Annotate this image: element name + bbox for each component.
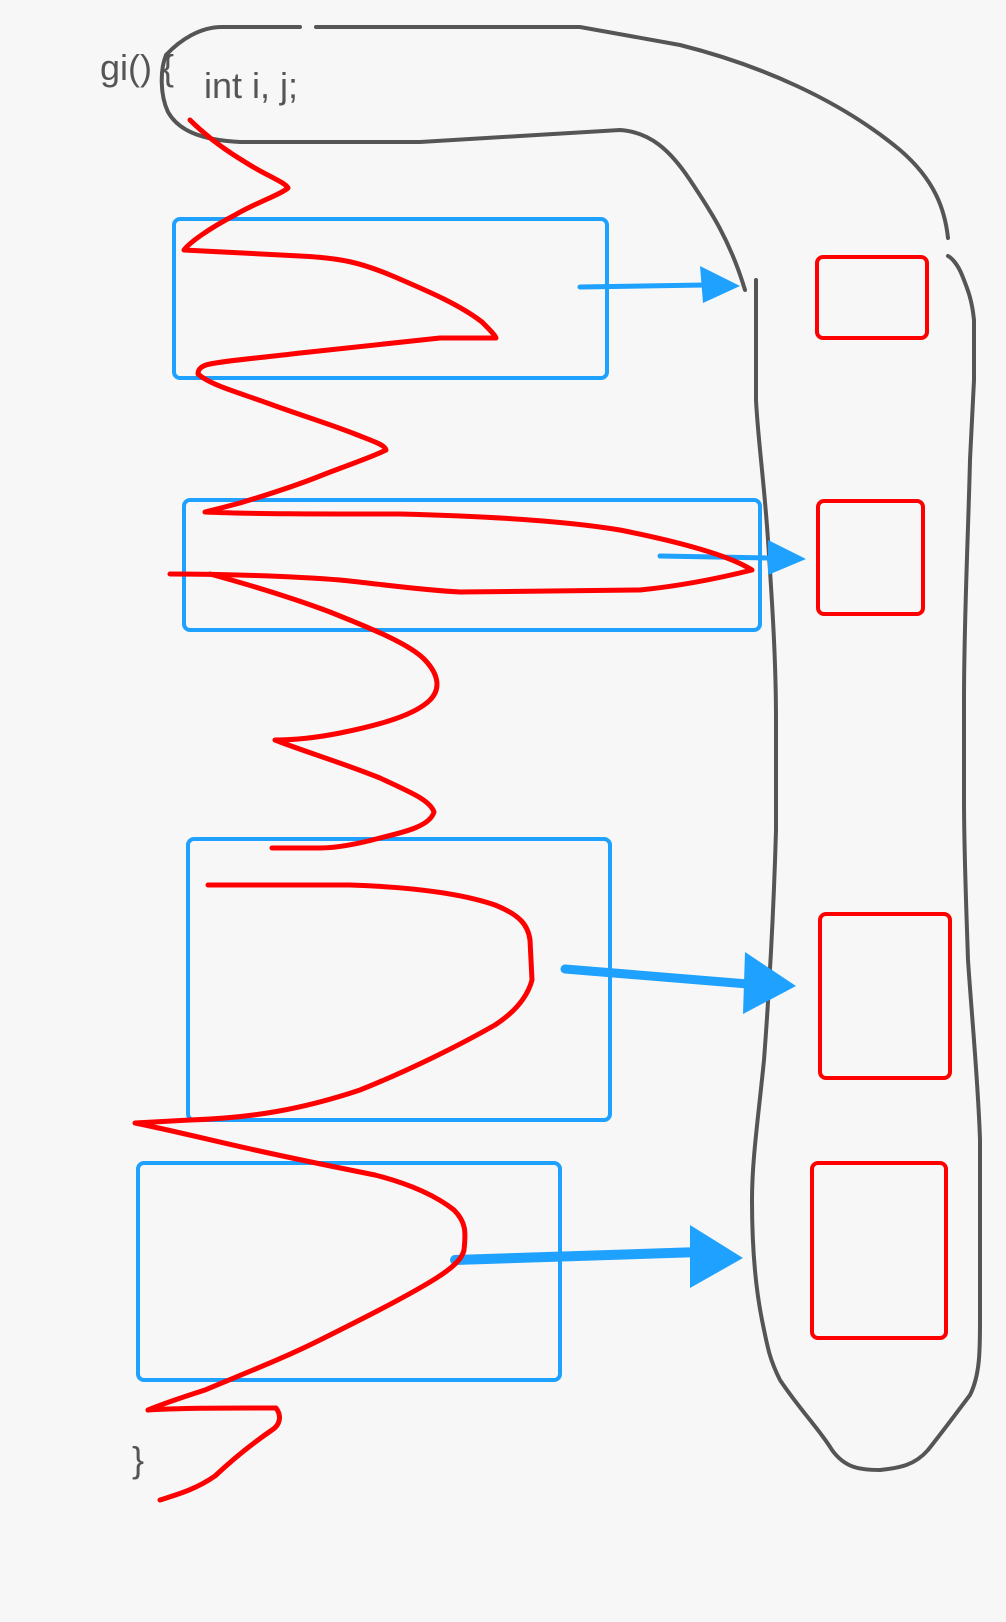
memory-slot-2 [816, 499, 925, 616]
declaration-text: int i, j; [204, 65, 298, 106]
memory-slot-4 [810, 1161, 948, 1340]
execution-trace-continued [207, 571, 440, 851]
memory-slot-1 [815, 255, 929, 340]
arrow-right-icon [577, 266, 740, 303]
arrow-right-icon [560, 952, 796, 1014]
code-block-4 [136, 1161, 562, 1382]
scope-outline-top [159, 25, 747, 292]
execution-trace [167, 117, 755, 595]
execution-trace-block-3 [132, 882, 535, 1413]
code-block-2 [182, 498, 762, 632]
code-block-3 [186, 837, 612, 1122]
arrow-right-icon [657, 540, 806, 575]
memory-slot-3 [818, 912, 952, 1080]
code-block-1 [172, 217, 609, 380]
scope-outline-right [749, 254, 982, 1473]
arrow-right-icon [450, 1225, 743, 1288]
execution-trace-end [145, 1405, 282, 1503]
closing-brace-text: } [132, 1439, 144, 1480]
scope-outline-top-outer [314, 25, 950, 240]
